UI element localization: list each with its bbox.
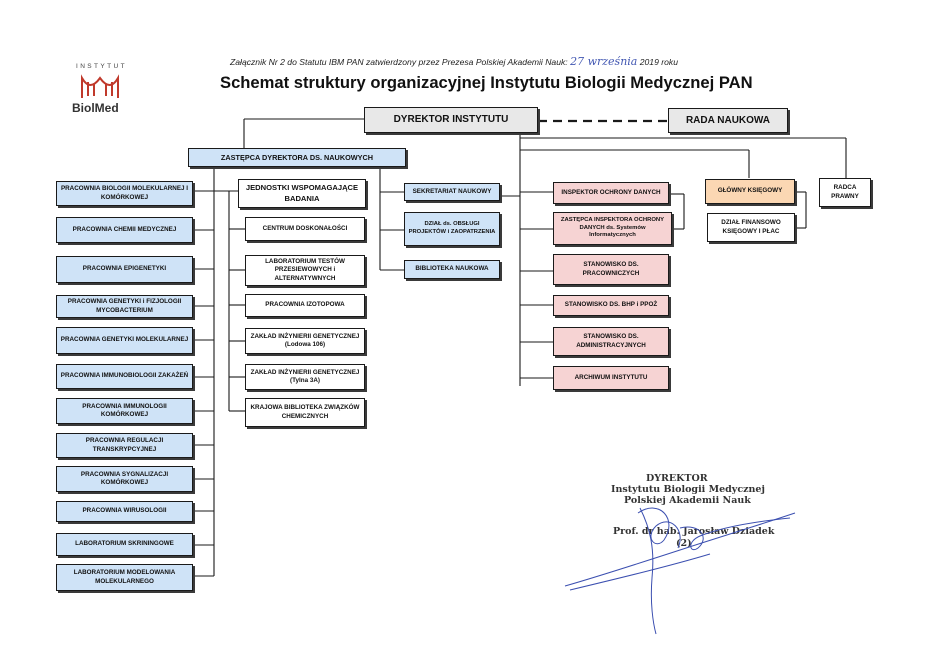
projects-procurement-box: DZIAŁ ds. OBSŁUGI PROJEKTÓW i ZAOPATRZEN… xyxy=(404,212,500,246)
legal-counsel-box: RADCA PRAWNY xyxy=(819,178,871,207)
handwritten-signature xyxy=(564,507,796,635)
support-units-header: JEDNOSTKI WSPOMAGAJĄCE BADANIA xyxy=(238,179,366,208)
scientific-secretariat-box: SEKRETARIAT NAUKOWY xyxy=(404,183,500,201)
annex-note: Załącznik Nr 2 do Statutu IBM PAN zatwie… xyxy=(230,55,678,68)
scientific-library-box: BIBLIOTEKA NAUKOWA xyxy=(404,260,500,279)
support-unit-box: ZAKŁAD INŻYNIERII GENETYCZNEJ (Tylna 3A) xyxy=(245,364,365,390)
director-signature-stamp: DYREKTOR Instytutu Biologii Medycznej Po… xyxy=(560,468,860,638)
lab-box: LABORATORIUM SKRININGOWE xyxy=(56,533,193,556)
institute-logo: INSTYTUT BiolMed xyxy=(60,63,140,123)
director-box: DYREKTOR INSTYTUTU xyxy=(364,107,538,133)
lab-box: PRACOWNIA GENETYKI MOLEKULARNEJ xyxy=(56,327,193,354)
stamp-line-1: DYREKTOR xyxy=(646,473,708,484)
annex-prefix: Załącznik Nr 2 do Statutu IBM PAN zatwie… xyxy=(230,57,571,67)
ohs-position-box: STANOWISKO DS. BHP i PPOŻ xyxy=(553,295,669,316)
deputy-data-protection-box: ZASTĘPCA INSPEKTORA OCHRONY DANYCH ds. S… xyxy=(553,212,672,245)
annex-date-handwritten: 27 września xyxy=(570,55,638,68)
lab-box: PRACOWNIA IMMUNOBIOLOGII ZAKAŻEŃ xyxy=(56,364,193,389)
lab-box: PRACOWNIA BIOLOGII MOLEKULARNEJ I KOMÓRK… xyxy=(56,181,193,206)
archive-box: ARCHIWUM INSTYTUTU xyxy=(553,366,669,390)
lab-box: PRACOWNIA CHEMII MEDYCZNEJ xyxy=(56,217,193,243)
support-unit-box: ZAKŁAD INŻYNIERII GENETYCZNEJ (Lodowa 10… xyxy=(245,328,365,354)
page-title: Schemat struktury organizacyjnej Instytu… xyxy=(220,73,753,92)
lab-box: PRACOWNIA GENETYKI i FIZJOLOGII MYCOBACT… xyxy=(56,295,193,318)
stamp-line-3: Polskiej Akademii Nauk xyxy=(624,495,751,506)
administrative-position-box: STANOWISKO DS. ADMINISTRACYJNYCH xyxy=(553,327,669,356)
stamp-line-5: (2) xyxy=(676,538,692,549)
support-unit-box: CENTRUM DOSKONAŁOŚCI xyxy=(245,217,365,241)
lab-box: PRACOWNIA IMMUNOLOGII KOMÓRKOWEJ xyxy=(56,398,193,424)
stamp-line-2: Instytutu Biologii Medycznej xyxy=(611,484,765,495)
stamp-line-4: Prof. dr hab. Jarosław Dziadek xyxy=(613,526,775,537)
lab-box: PRACOWNIA WIRUSOLOGII xyxy=(56,501,193,522)
finance-department-box: DZIAŁ FINANSOWO KSIĘGOWY I PŁAC xyxy=(707,213,795,242)
logo-top-text: INSTYTUT xyxy=(76,63,127,70)
lab-box: PRACOWNIA EPIGENETYKI xyxy=(56,256,193,283)
council-box: RADA NAUKOWA xyxy=(668,108,788,133)
data-protection-inspector-box: INSPEKTOR OCHRONY DANYCH xyxy=(553,182,669,204)
chief-accountant-box: GŁÓWNY KSIĘGOWY xyxy=(705,179,795,204)
support-unit-box: LABORATORIUM TESTÓW PRZESIEWOWYCH i ALTE… xyxy=(245,255,365,286)
lab-box: LABORATORIUM MODELOWANIA MOLEKULARNEGO xyxy=(56,564,193,591)
dna-logo-icon xyxy=(81,74,119,98)
hr-position-box: STANOWISKO DS. PRACOWNICZYCH xyxy=(553,254,669,285)
support-unit-box: PRACOWNIA IZOTOPOWA xyxy=(245,294,365,317)
lab-box: PRACOWNIA SYGNALIZACJI KOMÓRKOWEJ xyxy=(56,466,193,492)
logo-bottom-text: BiolMed xyxy=(72,101,119,115)
lab-box: PRACOWNIA REGULACJI TRANSKRYPCYJNEJ xyxy=(56,433,193,458)
deputy-director-box: ZASTĘPCA DYREKTORA DS. NAUKOWYCH xyxy=(188,148,406,167)
annex-suffix: 2019 roku xyxy=(637,57,678,67)
support-unit-box: KRAJOWA BIBLIOTEKA ZWIĄZKÓW CHEMICZNYCH xyxy=(245,398,365,427)
